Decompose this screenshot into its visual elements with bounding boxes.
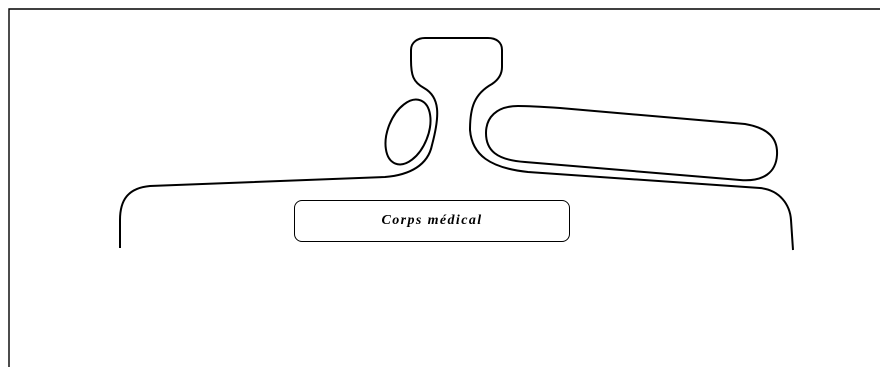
inner-capsule — [486, 106, 777, 180]
label-text: Corps médical — [381, 213, 482, 229]
label-box: Corps médical — [294, 200, 570, 242]
inner-oval — [377, 93, 440, 171]
